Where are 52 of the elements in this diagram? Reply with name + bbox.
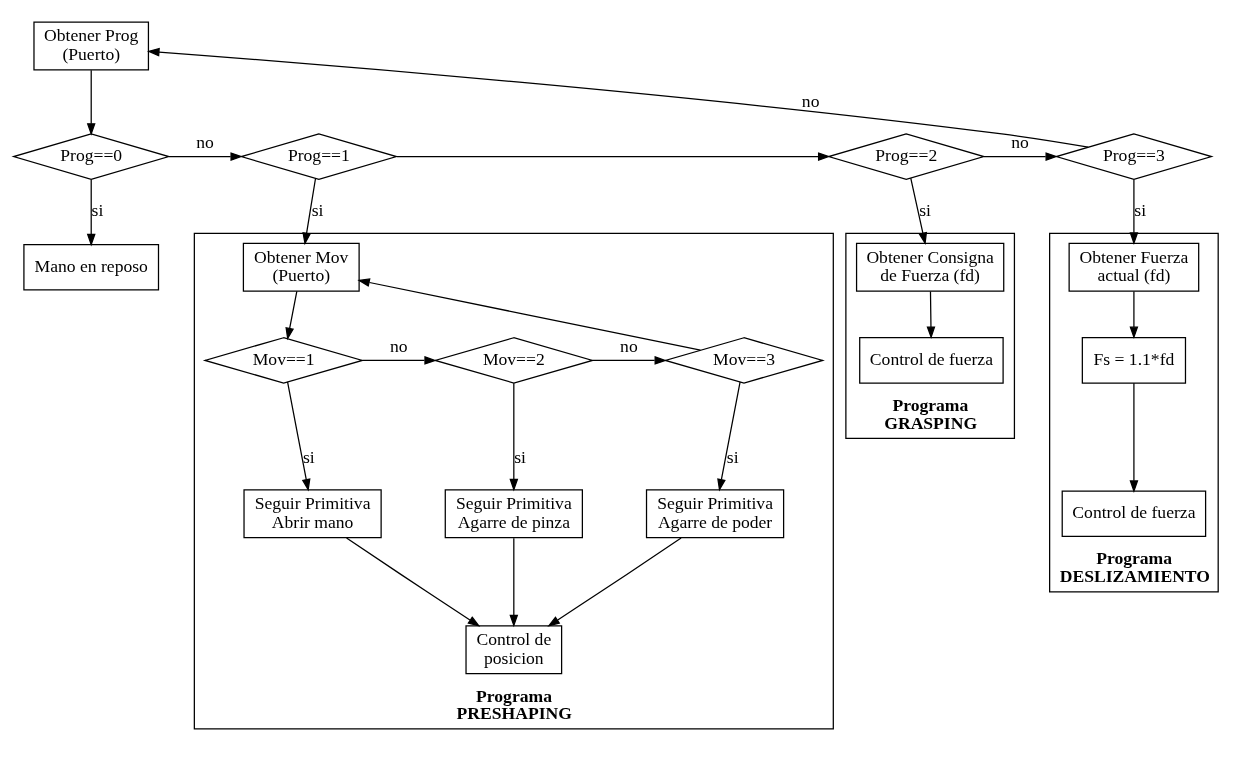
arrow <box>509 537 519 627</box>
arrow <box>509 382 519 491</box>
arrow <box>910 177 928 245</box>
node-diamond: Prog==0 <box>11 132 172 180</box>
arrow <box>86 69 96 136</box>
node-box: Obtener Prog (Puerto) <box>33 20 150 70</box>
arrow <box>396 151 831 161</box>
edge-label: si <box>1134 199 1147 220</box>
arrow <box>286 380 311 491</box>
arrow <box>1129 178 1139 245</box>
node-box: Control de fuerza <box>859 336 1004 384</box>
arrow <box>345 536 481 627</box>
node-diamond: Mov==3 <box>663 336 825 384</box>
arrow <box>361 355 437 365</box>
node-box: Seguir Primitiva Agarre de pinza <box>444 488 583 538</box>
edge-label: si <box>302 446 315 467</box>
edge-label: si <box>919 199 931 220</box>
arrow <box>285 290 298 340</box>
arrow <box>592 355 668 365</box>
node-box: Seguir Primitiva Agarre de poder <box>645 488 785 538</box>
node-diamond: Prog==1 <box>239 132 399 180</box>
arrow <box>1129 382 1139 493</box>
arrow <box>147 47 1089 148</box>
edge-label: si <box>311 199 324 220</box>
edge-label: no <box>801 90 820 111</box>
arrow <box>1129 290 1139 339</box>
edge-label: si <box>514 446 526 467</box>
node-box: Control de fuerza <box>1061 490 1207 537</box>
edge-label: no <box>1011 131 1029 152</box>
arrow <box>547 536 682 627</box>
edge-label: no <box>196 131 214 152</box>
node-box: Control de posicion <box>465 624 563 674</box>
edge-label: si <box>91 199 104 220</box>
node-diamond: Prog==3 <box>1054 132 1214 180</box>
node-box: Obtener Fuerza actual (fd) <box>1068 242 1200 292</box>
node-box: Mano en reposo <box>23 243 160 291</box>
edge-label: no <box>389 335 408 356</box>
node-box: Seguir Primitiva Abrir mano <box>243 488 382 538</box>
node-box: Obtener Mov (Puerto) <box>242 242 360 292</box>
node-box: Obtener Consigna de Fuerza (fd) <box>855 242 1005 292</box>
node-box: Fs = 1.1*fd <box>1081 336 1187 384</box>
arrow <box>357 277 702 351</box>
arrow <box>926 290 936 339</box>
arrow <box>302 177 317 245</box>
arrow <box>717 380 741 491</box>
arrow <box>86 178 96 246</box>
arrow <box>168 151 244 161</box>
node-diamond: Mov==1 <box>202 336 365 384</box>
arrow <box>983 151 1059 161</box>
edge-label: si <box>726 446 739 467</box>
edge-label: no <box>620 335 638 356</box>
node-diamond: Prog==2 <box>826 132 987 180</box>
